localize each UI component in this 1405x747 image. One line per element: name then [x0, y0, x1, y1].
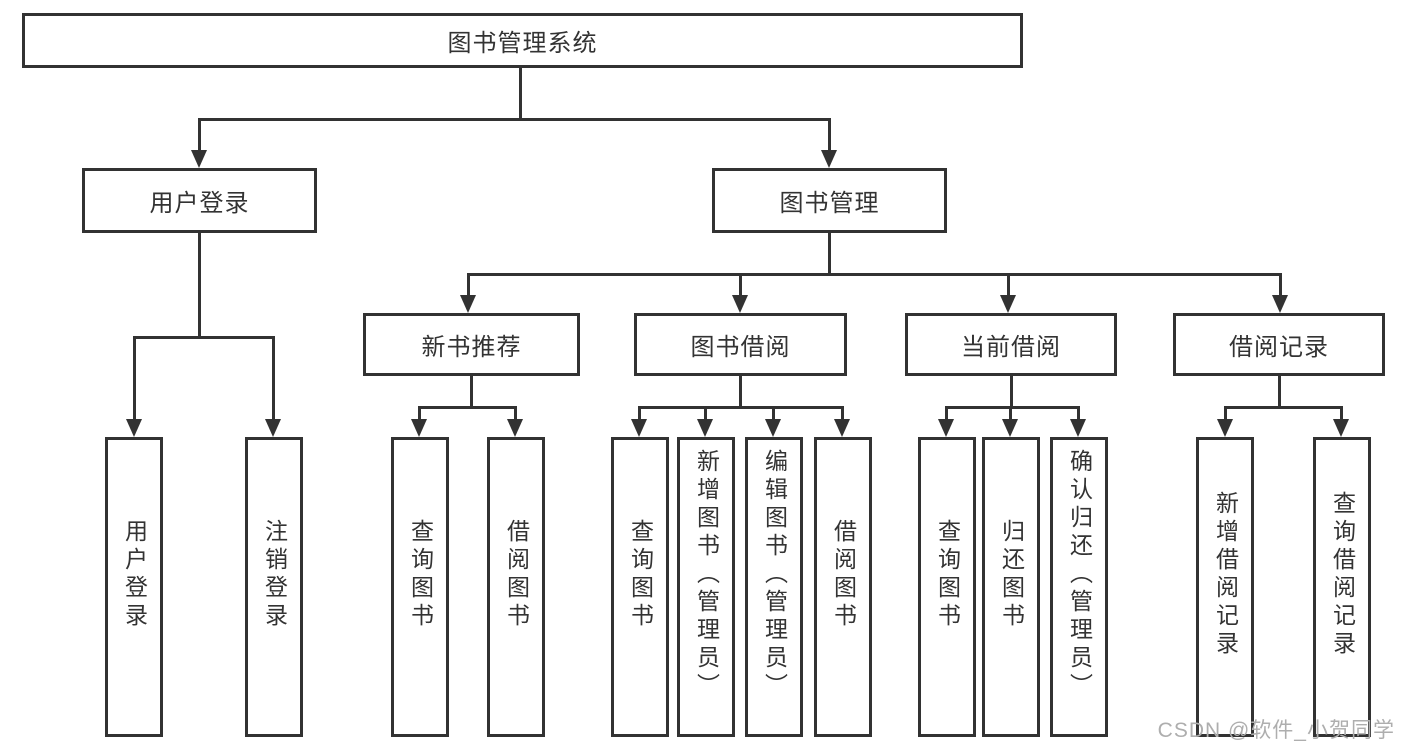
connector-new-books-stem — [470, 376, 473, 409]
arrow-down-icon — [834, 419, 850, 437]
leaf-confirm-return-admin-label: 确认归还（管理员） — [1066, 448, 1093, 701]
connector-arrow-shaft — [272, 336, 275, 421]
node-book-borrowing: 图书借阅 — [634, 313, 847, 376]
connector-arrow-shaft — [514, 406, 517, 421]
leaf-edit-books-admin-label: 编辑图书（管理员） — [761, 448, 788, 701]
leaf-add-books-admin: 新增图书（管理员） — [677, 437, 735, 737]
node-new-book-recommend: 新书推荐 — [363, 313, 580, 376]
connector-arrow-shaft — [1224, 406, 1227, 421]
leaf-query-books-recommend: 查询图书 — [391, 437, 449, 737]
node-user-login: 用户登录 — [82, 168, 317, 233]
node-current-borrowing-label: 当前借阅 — [961, 334, 1061, 361]
leaf-user-login: 用户登录 — [105, 437, 163, 737]
connector-arrow-shaft — [1279, 273, 1282, 297]
connector-user-login-stem — [198, 233, 201, 337]
leaf-query-borrow-record-label: 查询借阅记录 — [1329, 490, 1356, 659]
arrow-down-icon — [1333, 419, 1349, 437]
connector-user-login-bar — [133, 336, 275, 339]
node-book-borrowing-label: 图书借阅 — [690, 334, 791, 361]
connector-arrow-shaft — [739, 273, 742, 297]
arrow-down-icon — [507, 419, 523, 437]
connector-borrow-records-stem — [1278, 376, 1281, 409]
connector-arrow-shaft — [198, 118, 201, 152]
leaf-return-books: 归还图书 — [982, 437, 1040, 737]
arrow-down-icon — [1000, 295, 1016, 313]
connector-arrow-shaft — [467, 273, 470, 297]
arrow-down-icon — [732, 295, 748, 313]
connector-level2-bar — [467, 273, 1282, 276]
node-library-system: 图书管理系统 — [22, 13, 1023, 68]
connector-arrow-shaft — [1340, 406, 1343, 421]
connector-borrow-records-bar — [1224, 406, 1343, 409]
node-borrowing-records: 借阅记录 — [1173, 313, 1385, 376]
connector-arrow-shaft — [1007, 273, 1010, 297]
leaf-query-borrow-record: 查询借阅记录 — [1313, 437, 1371, 737]
connector-arrow-shaft — [772, 406, 775, 421]
arrow-down-icon — [191, 150, 207, 168]
leaf-confirm-return-admin: 确认归还（管理员） — [1050, 437, 1108, 737]
connector-arrow-shaft — [638, 406, 641, 421]
leaf-add-books-admin-label: 新增图书（管理员） — [693, 448, 720, 701]
csdn-watermark: CSDN @软件_小贺同学 — [1157, 719, 1395, 742]
leaf-add-borrow-record: 新增借阅记录 — [1196, 437, 1254, 737]
leaf-user-login-label: 用户登录 — [121, 518, 148, 631]
leaf-query-books-borrow: 查询图书 — [611, 437, 669, 737]
arrow-down-icon — [126, 419, 142, 437]
node-current-borrowing: 当前借阅 — [905, 313, 1117, 376]
connector-arrow-shaft — [418, 406, 421, 421]
leaf-logout: 注销登录 — [245, 437, 303, 737]
arrow-down-icon — [460, 295, 476, 313]
leaf-query-books-current-label: 查询图书 — [934, 518, 961, 631]
connector-arrow-shaft — [945, 406, 948, 421]
leaf-logout-label: 注销登录 — [261, 518, 288, 631]
arrow-down-icon — [821, 150, 837, 168]
node-library-system-label: 图书管理系统 — [447, 30, 598, 57]
node-user-login-label: 用户登录 — [149, 190, 250, 217]
leaf-edit-books-admin: 编辑图书（管理员） — [745, 437, 803, 737]
arrow-down-icon — [1272, 295, 1288, 313]
node-book-management: 图书管理 — [712, 168, 947, 233]
leaf-borrow-books-label: 借阅图书 — [830, 518, 857, 631]
leaf-query-books-current: 查询图书 — [918, 437, 976, 737]
arrow-down-icon — [1217, 419, 1233, 437]
connector-arrow-shaft — [133, 336, 136, 421]
leaf-borrow-books: 借阅图书 — [814, 437, 872, 737]
arrow-down-icon — [265, 419, 281, 437]
connector-book-borrow-stem — [739, 376, 742, 409]
arrow-down-icon — [765, 419, 781, 437]
connector-level1-bar — [198, 118, 831, 121]
connector-book-borrow-bar — [638, 406, 843, 409]
connector-book-mgmt-stem — [828, 233, 831, 275]
node-borrowing-records-label: 借阅记录 — [1229, 334, 1329, 361]
connector-current-borrow-bar — [945, 406, 1080, 409]
arrow-down-icon — [938, 419, 954, 437]
connector-arrow-shaft — [841, 406, 844, 421]
leaf-return-books-label: 归还图书 — [998, 518, 1025, 631]
connector-arrow-shaft — [704, 406, 707, 421]
connector-new-books-bar — [418, 406, 517, 409]
connector-arrow-shaft — [828, 118, 831, 152]
arrow-down-icon — [411, 419, 427, 437]
leaf-borrow-books-recommend-label: 借阅图书 — [503, 518, 530, 631]
node-book-management-label: 图书管理 — [779, 190, 880, 217]
arrow-down-icon — [1002, 419, 1018, 437]
leaf-borrow-books-recommend: 借阅图书 — [487, 437, 545, 737]
arrow-down-icon — [1070, 419, 1086, 437]
connector-arrow-shaft — [1009, 406, 1012, 421]
leaf-query-books-recommend-label: 查询图书 — [407, 518, 434, 631]
leaf-add-borrow-record-label: 新增借阅记录 — [1212, 490, 1239, 659]
arrow-down-icon — [631, 419, 647, 437]
connector-arrow-shaft — [1077, 406, 1080, 421]
connector-root-stem — [519, 68, 522, 118]
node-new-book-recommend-label: 新书推荐 — [421, 334, 522, 361]
arrow-down-icon — [697, 419, 713, 437]
leaf-query-books-borrow-label: 查询图书 — [627, 518, 654, 631]
connector-current-borrow-stem — [1010, 376, 1013, 409]
